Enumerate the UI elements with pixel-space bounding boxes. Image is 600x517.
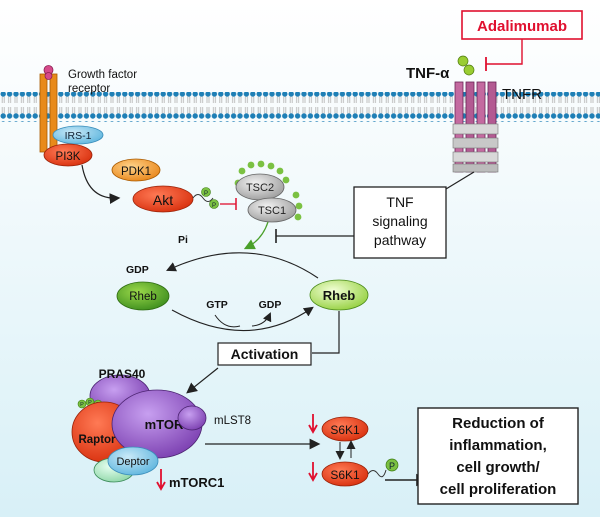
pdk1-node — [111, 158, 161, 182]
activation-mtorc1-arrow — [186, 367, 219, 394]
akt-node — [132, 185, 194, 213]
pras40-phospho-1: P — [80, 402, 84, 408]
deptor-node — [107, 446, 159, 476]
growth-factor-label: Growth factor — [68, 69, 137, 81]
s6k1-tail — [367, 469, 387, 478]
tnf-pathway-line-3: pathway — [374, 232, 426, 248]
s6k1-phospho-label: P — [389, 461, 395, 471]
raptor-label: Raptor — [78, 434, 116, 446]
tnf-receptor: TNFR — [452, 81, 542, 173]
akt-phospho-label-1: P — [204, 191, 208, 197]
s6k1-bottom-label: S6K1 — [330, 468, 360, 482]
outcome-line-4: cell proliferation — [440, 481, 557, 498]
tsc1-label: TSC1 — [258, 205, 286, 217]
outcome-line-2: inflammation, — [449, 437, 547, 454]
pi-label: Pi — [178, 234, 188, 246]
rheb-gtp-node — [309, 279, 369, 311]
tnf-alpha-molecule-2 — [463, 64, 475, 76]
akt-phospho-label-2: P — [212, 203, 216, 209]
rheb-activation-line — [312, 311, 340, 354]
adalimumab-inhibition-line — [486, 39, 523, 65]
tnf-pathway-line-2: signaling — [372, 213, 427, 229]
gdp-left-label: GDP — [126, 264, 149, 276]
tnf-pathway-box — [353, 186, 447, 259]
akt-tail — [192, 194, 214, 202]
s6k1-top-node — [321, 416, 369, 442]
adalimumab-label: Adalimumab — [477, 18, 567, 35]
tsc-complex: TSC2 TSC1 — [234, 160, 303, 223]
mtor-label: mTOR — [145, 417, 184, 432]
pras40-phospho-2: P — [88, 400, 92, 406]
receptor-label: receptor — [68, 83, 110, 95]
gdp-right-label: GDP — [259, 299, 282, 311]
gdp-out-arrow — [251, 312, 272, 327]
s6k1-top-down-arrow — [308, 414, 318, 434]
deptor-label: Deptor — [116, 456, 149, 468]
pi3k-node — [43, 143, 93, 167]
outcome-box — [417, 407, 579, 505]
activation-box — [217, 342, 312, 366]
rheb-gtp-label: Rheb — [323, 288, 356, 303]
gtp-in-arrow — [214, 314, 241, 328]
rheb-gdp-node — [116, 281, 170, 311]
s6k1-bottom-down-arrow — [308, 462, 318, 482]
mtorc1-down-arrow — [156, 469, 166, 491]
mtorc1-complex: PRAS40 P P P Raptor mTOR mLST8 Deptor — [71, 367, 251, 483]
irs1-node — [52, 125, 104, 145]
tnf-pathway-line-1: TNF — [386, 194, 413, 210]
s6k1-top-label: S6K1 — [330, 423, 360, 437]
outcome-line-3: cell growth/ — [456, 459, 540, 476]
tsc-rheb-arrow — [243, 221, 269, 250]
pi3k-akt-arrow — [81, 164, 121, 204]
tnfr-pathway-line — [445, 171, 475, 190]
gtp-label: GTP — [206, 299, 228, 311]
pras40-label: PRAS40 — [99, 367, 146, 381]
mtorc1-label: mTORC1 — [169, 475, 224, 490]
tnf-alpha-label: TNF-α — [406, 65, 450, 82]
mlst8-node — [177, 405, 207, 431]
akt-label: Akt — [153, 192, 173, 208]
growth-factor-receptor: Growth factor receptor — [39, 65, 137, 153]
akt-phospho-2 — [209, 199, 219, 209]
tsc1-node — [247, 197, 297, 223]
rheb-exchange-arrow — [171, 306, 314, 331]
tsc2-label: TSC2 — [246, 182, 274, 194]
tnfr-label: TNFR — [502, 86, 542, 103]
akt-phospho-1 — [201, 187, 211, 197]
activation-label: Activation — [231, 346, 299, 362]
mlst8-label: mLST8 — [214, 415, 251, 427]
pi3k-label: PI3K — [56, 151, 81, 163]
tnf-alpha-molecule-1 — [457, 55, 469, 67]
irs1-label: IRS-1 — [65, 130, 92, 142]
s6k1-phospho — [385, 458, 399, 472]
pdk1-label: PDK1 — [121, 166, 151, 178]
rheb-gdp-label: Rheb — [129, 291, 157, 303]
rheb-hydrolysis-arrow — [166, 252, 319, 279]
outcome-line-1: Reduction of — [452, 415, 545, 432]
cell-membrane — [0, 92, 600, 122]
